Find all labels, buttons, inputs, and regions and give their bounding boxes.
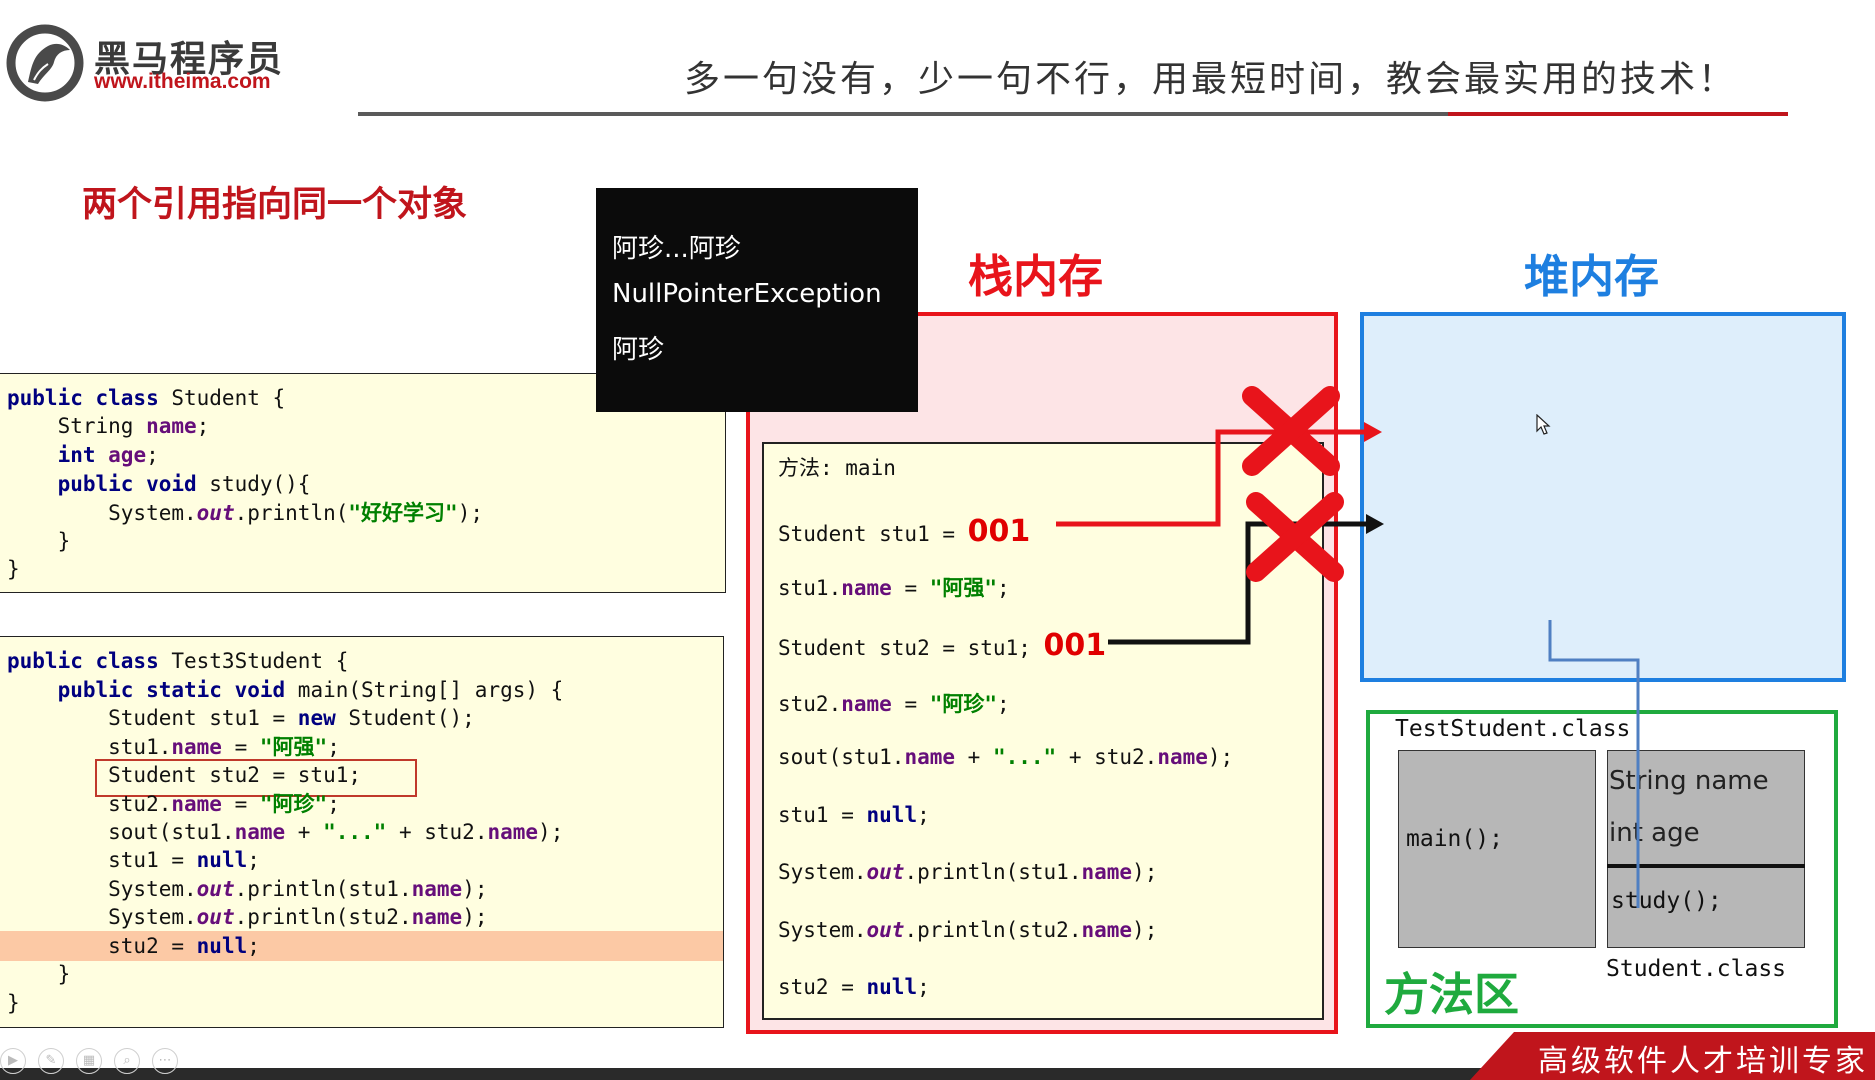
frame-line: stu2.name = "阿珍";: [778, 692, 1010, 716]
highlight-box: [95, 759, 417, 797]
pen-icon[interactable]: ✎: [38, 1048, 64, 1074]
frame-line: System.out.println(stu1.name);: [778, 860, 1158, 884]
play-icon[interactable]: ▶: [0, 1048, 26, 1074]
code-line: Student stu2 = stu1;: [7, 763, 362, 787]
cross-icon: [1242, 386, 1340, 476]
stu2-reference-line: [1108, 521, 1368, 645]
footer-tagline: 高级软件人才培训专家: [1538, 1044, 1868, 1079]
method-area-label: 方法区: [1384, 968, 1520, 1021]
zoom-icon[interactable]: ⌕: [114, 1048, 140, 1074]
code-line: public static void main(String[] args) {: [7, 678, 564, 702]
code-line: sout(stu1.name + "..." + stu2.name);: [7, 820, 564, 844]
code-line: }: [7, 557, 20, 581]
heap-memory: [1360, 312, 1846, 682]
code-line: System.out.println(stu1.name);: [7, 877, 488, 901]
slogan: 多一句没有，少一句不行，用最短时间，教会最实用的技术！: [684, 59, 1738, 100]
code-line: public class Test3Student {: [7, 649, 349, 673]
main-method-label: main();: [1406, 826, 1503, 852]
frame-line: sout(stu1.name + "..." + stu2.name);: [778, 745, 1234, 769]
code-line: stu2.name = "阿珍";: [7, 792, 340, 816]
cross-icon: [1246, 492, 1344, 582]
console-line: 阿珍: [612, 335, 665, 365]
field-age-label: int age: [1609, 818, 1700, 848]
stu1-arrowhead: [1364, 422, 1382, 442]
code-line: }: [7, 991, 20, 1015]
code-line: public class Student {: [7, 386, 286, 410]
code-line: System.out.println("好好学习");: [7, 501, 483, 525]
grid-icon[interactable]: ▦: [76, 1048, 102, 1074]
more-icon[interactable]: ⋯: [152, 1048, 178, 1074]
logo-url: www.itheima.com: [94, 70, 271, 93]
code-line: Student stu1 = new Student();: [7, 706, 475, 730]
frame-line: stu1.name = "阿强";: [778, 576, 1010, 600]
testclass-label: TestStudent.class: [1395, 716, 1631, 742]
header-divider-accent: [1448, 112, 1788, 116]
student-class-box: [1607, 750, 1805, 948]
logo-text: 黑马程序员: [94, 39, 285, 80]
stack-label: 栈内存: [968, 250, 1104, 303]
frame-line: System.out.println(stu2.name);: [778, 918, 1158, 942]
slide-title: 两个引用指向同一个对象: [82, 185, 468, 225]
frame-line: Student stu1 = 001: [778, 514, 1031, 549]
console-output: 阿珍...阿珍 NullPointerException 阿珍: [596, 188, 918, 412]
stu2-arrowhead: [1366, 514, 1384, 534]
mouse-cursor-icon: [1536, 414, 1551, 435]
studentclass-label: Student.class: [1606, 956, 1787, 982]
code-line: int age;: [7, 443, 159, 467]
frame-line: Student stu2 = stu1; 001: [778, 628, 1107, 663]
frame-line: stu1 = null;: [778, 803, 930, 827]
frame-line: stu2 = null;: [778, 975, 930, 999]
main-stack-frame: [762, 442, 1324, 1020]
highlighted-line-bg: [0, 931, 723, 961]
code-line: stu2 = null;: [7, 934, 260, 958]
footer-bar: [0, 1068, 1875, 1080]
code-line: }: [7, 962, 71, 986]
test-class-code: public class Test3Student { public stati…: [0, 636, 724, 1028]
main-method-box: [1398, 750, 1596, 948]
header-divider: [358, 112, 1448, 116]
field-name-label: String name: [1609, 766, 1769, 796]
code-line: stu1 = null;: [7, 848, 260, 872]
frame-method-label: 方法: main: [778, 456, 896, 480]
heap-to-class-line: [1548, 620, 1640, 908]
heap-label: 堆内存: [1524, 250, 1660, 303]
code-line: System.out.println(stu2.name);: [7, 905, 488, 929]
footer-tagline-bg: [1470, 1032, 1875, 1080]
code-line: stu1.name = "阿强";: [7, 735, 340, 759]
study-method-label: study();: [1611, 888, 1722, 914]
code-line: public void study(){: [7, 472, 311, 496]
student-class-divider: [1607, 864, 1805, 868]
code-line: }: [7, 529, 71, 553]
console-line: NullPointerException: [612, 279, 882, 309]
console-line: 阿珍...阿珍: [612, 234, 741, 264]
code-line: String name;: [7, 414, 210, 438]
horse-logo-icon: [6, 24, 84, 102]
logo: [4, 24, 86, 102]
